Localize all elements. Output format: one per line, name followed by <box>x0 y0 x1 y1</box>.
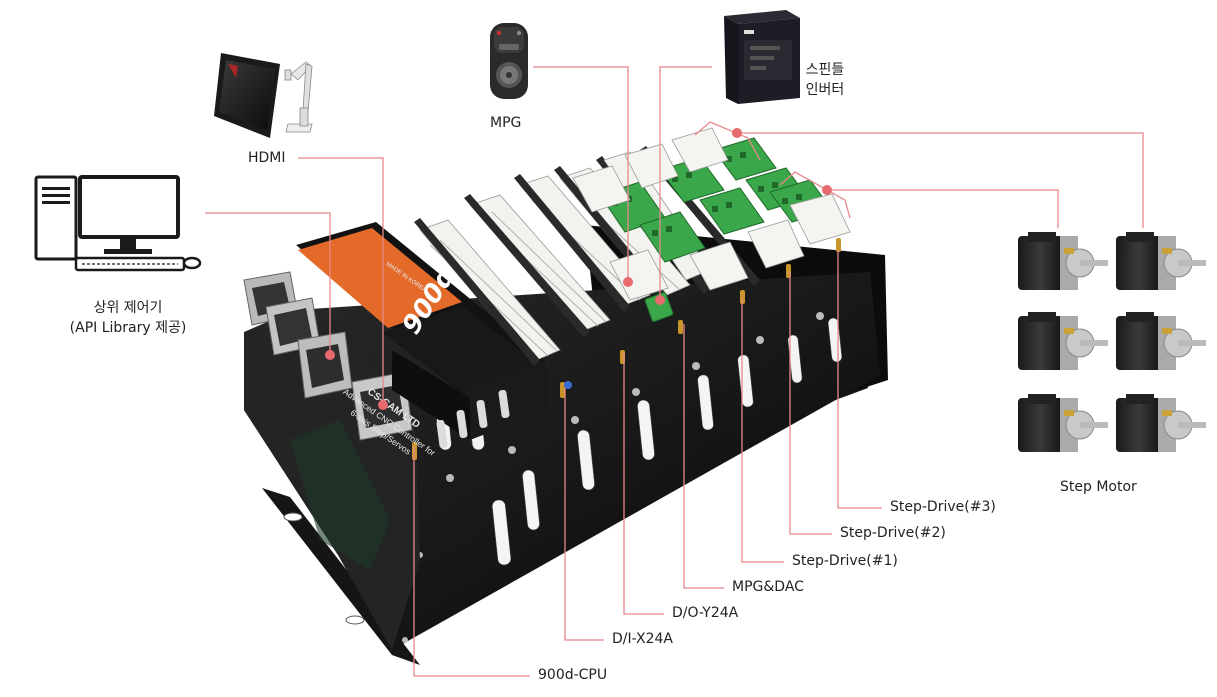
label-step-drive-2: Step-Drive(#2) <box>840 525 946 541</box>
leader-hdmi <box>298 157 384 405</box>
label-spindle-line1: 스핀들 <box>805 62 845 78</box>
leader-dot <box>325 350 335 360</box>
label-spindle-inverter: 스핀들 인버터 <box>795 60 855 100</box>
bracket-drive-1 <box>694 121 761 161</box>
label-hdmi: HDMI <box>248 150 286 166</box>
label-host-line1: 상위 제어기 <box>93 300 163 316</box>
leader-dot <box>623 277 633 287</box>
bracket-drive-2 <box>779 171 851 219</box>
label-mpg: MPG <box>490 115 522 131</box>
leader-step-drive-2 <box>789 272 832 535</box>
spindle-inverter-icon <box>724 10 800 104</box>
leader-dot <box>655 295 665 305</box>
label-mpg-dac: MPG&DAC <box>732 579 804 595</box>
leader-dot <box>822 185 832 195</box>
label-spindle-line2: 인버터 <box>805 82 845 98</box>
leader-do-y24a <box>623 352 664 615</box>
leader-step-drive-3 <box>837 250 882 509</box>
leader-step-motor-2 <box>827 189 1059 228</box>
leader-di-x24a <box>564 388 604 641</box>
leader-cpu <box>413 446 530 677</box>
leader-spindle <box>659 66 712 300</box>
desktop-computer-icon <box>34 175 202 272</box>
leader-lines <box>205 66 1144 677</box>
leader-step-motor-1 <box>737 132 1144 228</box>
leader-mpg <box>533 66 629 282</box>
leader-dot <box>732 128 742 138</box>
leader-mpg-dac <box>683 324 724 589</box>
mpg-pendant-icon <box>490 23 528 99</box>
leader-step-drive-1 <box>741 298 784 563</box>
leader-dot <box>378 400 388 410</box>
label-step-drive-1: Step-Drive(#1) <box>792 553 898 569</box>
label-step-motor: Step Motor <box>1060 479 1137 495</box>
leader-host <box>205 212 331 355</box>
label-do-y24a: D/O-Y24A <box>672 605 739 621</box>
label-step-drive-3: Step-Drive(#3) <box>890 499 996 515</box>
label-host-line2: (API Library 제공) <box>69 320 187 336</box>
touch-monitor-icon <box>214 53 313 138</box>
label-host-controller: 상위 제어기 (API Library 제공) <box>28 298 228 338</box>
label-cpu-900d: 900d-CPU <box>538 667 608 683</box>
step-motor-icon <box>1018 232 1206 452</box>
cpu-label-band <box>298 228 462 328</box>
label-di-x24a: D/I-X24A <box>612 631 673 647</box>
